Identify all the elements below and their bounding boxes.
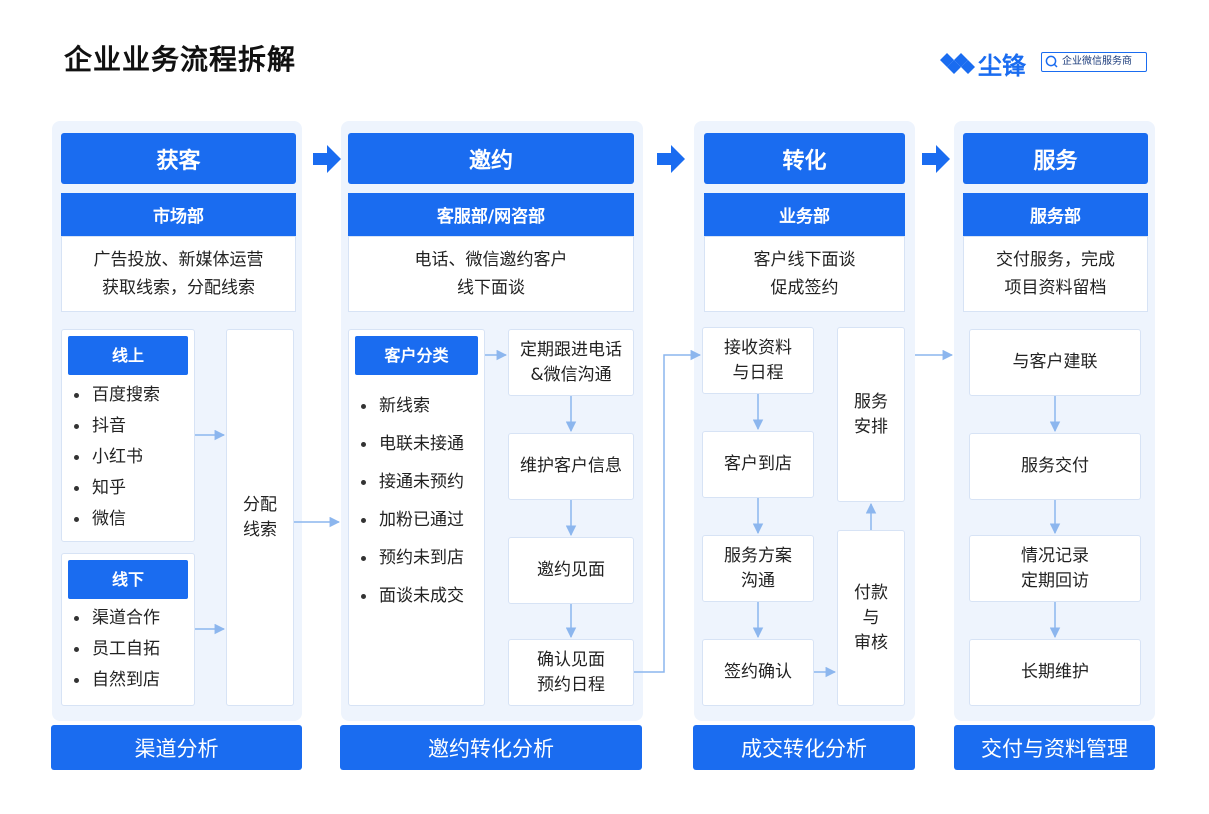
description-line: 交付服务，完成 [996,250,1115,270]
stage-title-service: 服务 [963,133,1148,184]
assign-line: 线索 [243,519,277,540]
description-line: 获取线索，分配线索 [102,278,255,298]
description-line: 促成签约 [770,278,839,298]
list-item: 抖音 [68,411,188,442]
chat-bubble-icon [1045,55,1058,68]
department-invite: 客服部/网咨部 [348,193,634,236]
online-channel-list: 百度搜索 抖音 小红书 知乎 微信 [68,380,188,535]
description-line: 项目资料留档 [1004,278,1107,298]
page-title: 企业业务流程拆解 [64,43,297,76]
step-line: 客户到店 [724,454,792,474]
online-channel-group: 线上 百度搜索 抖音 小红书 知乎 微信 [61,329,195,542]
service-step-record: 情况记录 定期回访 [969,535,1141,602]
step-line: 与日程 [732,362,784,383]
step-line: 预约日程 [537,674,605,695]
stage-arrow-icon [313,145,341,173]
description-convert: 客户线下面谈 促成签约 [704,236,905,312]
footer-acquire: 渠道分析 [51,725,302,770]
step-line: 与客户建联 [1012,352,1098,372]
step-line: 服务 [854,391,888,412]
step-line: 接收资料 [724,337,792,358]
step-line: 付款 [854,582,888,603]
step-line: 审核 [854,632,888,653]
invite-step-meet: 邀约见面 [508,537,634,604]
invite-step-maintain: 维护客户信息 [508,433,634,500]
service-step-deliver: 服务交付 [969,433,1141,500]
step-line: 安排 [854,416,888,437]
convert-payment-review: 付款 与 审核 [837,530,905,706]
assign-line: 分配 [243,494,277,515]
invite-step-followup: 定期跟进电话 &微信沟通 [508,329,634,396]
list-item: 微信 [68,504,188,535]
offline-tag: 线下 [68,560,188,599]
department-acquire: 市场部 [61,193,296,236]
stage-title-convert: 转化 [704,133,905,184]
brand-tagline: 企业微信服务商 [1041,52,1147,72]
step-line: 沟通 [741,570,775,591]
description-line: 电话、微信邀约客户 [414,250,568,270]
step-line: 确认见面 [537,649,605,670]
department-convert: 业务部 [704,193,905,236]
brand-name: 尘锋 [978,52,1026,80]
convert-step-sign: 签约确认 [702,639,814,706]
invite-step-confirm: 确认见面 预约日程 [508,639,634,706]
list-item: 知乎 [68,473,188,504]
connector-arrow [634,349,702,673]
list-item: 自然到店 [68,665,188,696]
step-line: 服务交付 [1021,456,1089,476]
service-step-contact: 与客户建联 [969,329,1141,396]
service-step-maintain: 长期维护 [969,639,1141,706]
step-line: &微信沟通 [530,364,612,385]
convert-step-receive: 接收资料 与日程 [702,327,814,394]
list-item: 加粉已通过 [355,501,478,539]
online-tag: 线上 [68,336,188,375]
stage-title-acquire: 获客 [61,133,296,184]
description-line: 线下面谈 [457,278,525,298]
stage-arrow-icon [657,145,685,173]
brand-logo: 尘锋 企业微信服务商 [938,46,1148,80]
stage-title-invite: 邀约 [348,133,634,184]
footer-service: 交付与资料管理 [954,725,1155,770]
step-line: 情况记录 [1021,545,1089,566]
department-service: 服务部 [963,193,1148,236]
stage-arrow-icon [922,145,950,173]
list-item: 新线索 [355,387,478,425]
description-service: 交付服务，完成 项目资料留档 [963,236,1148,312]
offline-channel-list: 渠道合作 员工自拓 自然到店 [68,603,188,696]
step-line: 邀约见面 [537,560,605,580]
step-line: 定期跟进电话 [520,339,622,360]
list-item: 百度搜索 [68,380,188,411]
step-line: 与 [862,607,880,628]
step-line: 服务方案 [724,545,792,566]
convert-step-plan: 服务方案 沟通 [702,535,814,602]
description-line: 客户线下面谈 [753,250,856,270]
customer-classify-tag: 客户分类 [355,336,478,375]
footer-convert: 成交转化分析 [693,725,915,770]
step-line: 维护客户信息 [520,456,622,476]
list-item: 渠道合作 [68,603,188,634]
list-item: 小红书 [68,442,188,473]
convert-step-visit: 客户到店 [702,431,814,498]
footer-invite: 邀约转化分析 [340,725,642,770]
customer-classify-list: 新线索 电联未接通 接通未预约 加粉已通过 预约未到店 面谈未成交 [355,387,478,615]
step-line: 定期回访 [1021,570,1089,591]
description-invite: 电话、微信邀约客户 线下面谈 [348,236,634,312]
offline-channel-group: 线下 渠道合作 员工自拓 自然到店 [61,553,195,706]
assign-leads-box: 分配 线索 [226,329,294,706]
list-item: 预约未到店 [355,539,478,577]
customer-classify-group: 客户分类 新线索 电联未接通 接通未预约 加粉已通过 预约未到店 面谈未成交 [348,329,485,706]
brand-logo-icon [940,53,975,74]
list-item: 面谈未成交 [355,577,478,615]
list-item: 电联未接通 [355,425,478,463]
description-acquire: 广告投放、新媒体运营 获取线索，分配线索 [61,236,296,312]
list-item: 接通未预约 [355,463,478,501]
list-item: 员工自拓 [68,634,188,665]
brand-tagline-text: 企业微信服务商 [1062,56,1132,67]
description-line: 广告投放、新媒体运营 [93,250,264,270]
step-line: 长期维护 [1021,662,1089,682]
step-line: 签约确认 [724,662,792,682]
convert-service-arrange: 服务 安排 [837,327,905,502]
